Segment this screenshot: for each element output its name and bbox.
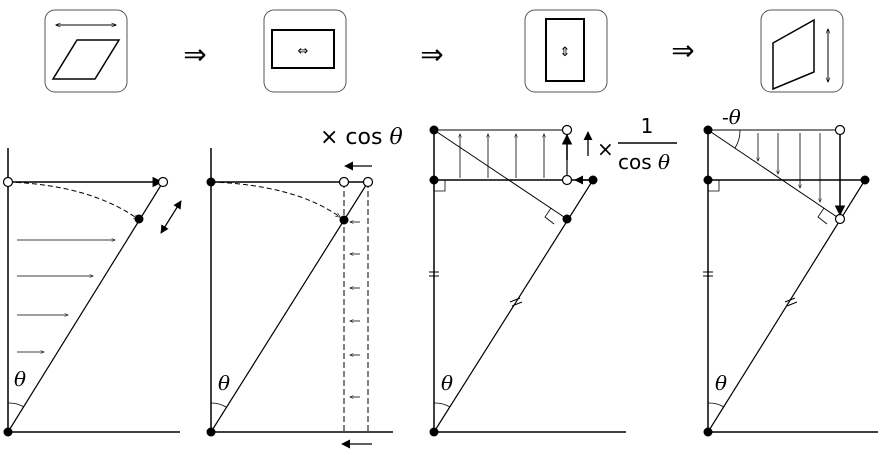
parallelogram-horizontal-shear-icon (51, 25, 121, 80)
step-arrow-3: ⇒ (671, 34, 694, 67)
theta-label-4: θ (715, 371, 727, 395)
theta-label-3: θ (441, 371, 453, 395)
theta-label-2: θ (218, 371, 230, 395)
inv-cos-den-theta: θ (658, 150, 670, 174)
rectangle-horizontal-resize-icon: ⇔ (271, 29, 335, 69)
horizontal-double-arrow-glyph: ⇔ (298, 44, 309, 59)
panel-2-horizontal-scale: × cos θ θ (206, 125, 403, 449)
theta-label-1: θ (14, 367, 26, 391)
vertical-double-arrow-glyph: ⇕ (560, 45, 571, 60)
inv-cos-numerator: 1 (641, 114, 654, 138)
step-arrow-1: ⇒ (183, 38, 206, 71)
inv-cos-times: × (597, 137, 614, 161)
panel-1-horizontal-shear: θ (2, 148, 182, 437)
panel-4-vertical-shear: -θ θ (703, 105, 878, 437)
cos-scale-theta: θ (389, 125, 402, 150)
step-icon-4 (760, 9, 844, 93)
step-icon-2: ⇔ (263, 9, 347, 93)
panel-3-vertical-scale: × 1 cos θ θ (429, 114, 677, 437)
step-arrow-2: ⇒ (420, 38, 443, 71)
step-icon-3: ⇕ (524, 9, 608, 93)
cos-theta-scale-label: × cos θ (320, 125, 403, 150)
step-icon-1 (44, 9, 128, 93)
parallelogram-vertical-shear-icon (772, 18, 828, 91)
inv-cos-den-text: cos (618, 150, 658, 174)
cos-scale-prefix: × cos (320, 125, 389, 150)
rectangle-vertical-resize-icon: ⇕ (545, 18, 585, 82)
neg-theta-label: -θ (722, 105, 741, 129)
inv-cos-denominator: cos θ (618, 150, 670, 174)
